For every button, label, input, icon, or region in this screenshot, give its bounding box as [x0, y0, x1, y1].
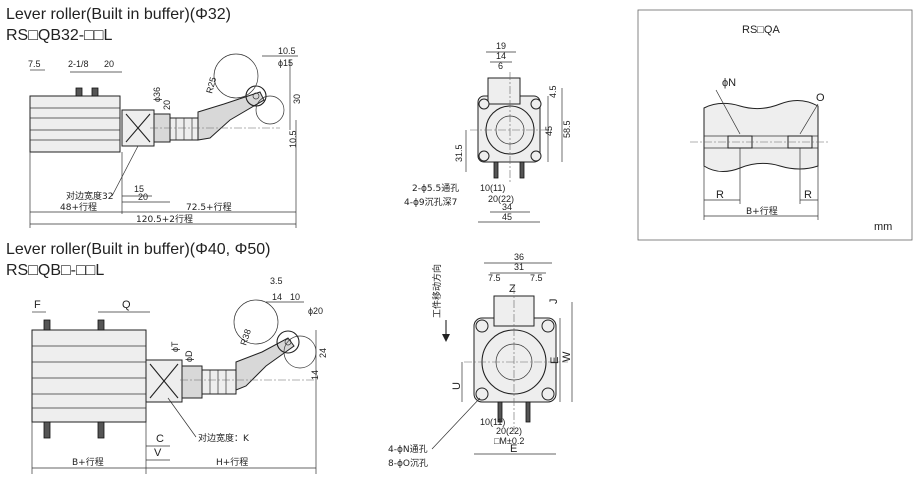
label-holes-8-phi-o: 8-ϕO沉孔	[388, 458, 428, 469]
dim-phi36: ϕ36	[152, 87, 162, 102]
dim-2-1-8: 2-1/8	[68, 59, 89, 69]
dim-48-stroke: 48+行程	[60, 201, 97, 213]
dim-phi15: ϕ15	[278, 58, 293, 68]
dim-30: 30	[292, 94, 302, 104]
dim-14: 14	[496, 51, 506, 61]
cylinder-32-end-view: 19 14 6 4.5 45 58.5 31.5 2-ϕ5.5通孔 4-ϕ9沉孔…	[404, 41, 572, 223]
dim-15: 15	[134, 184, 144, 194]
dim-10-5-vertical: 10.5	[288, 130, 298, 148]
dim-phi-d: ϕD	[184, 350, 194, 362]
label-work-direction: 工件移动方向	[431, 264, 443, 318]
dim-14-vertical: 14	[310, 370, 320, 380]
dim-20-22-bottom: 20(22)	[496, 426, 522, 436]
dim-v: V	[154, 447, 162, 459]
dim-b-stroke: B+行程	[72, 456, 104, 468]
label-flats-32: 对边宽度32	[66, 190, 113, 202]
cylinder-40-50-end-view: 工件移动方向 36 31 7.5 Z 7.5 J E W U 10(11) 20…	[388, 252, 573, 469]
dim-3-5: 3.5	[270, 276, 283, 286]
dim-20-22: 20(22)	[488, 194, 514, 204]
dim-7-5: 7.5	[28, 59, 41, 69]
dim-7-5-right: 7.5	[530, 273, 543, 283]
rs-qa-panel: RS□QA ϕN O R R B+行程 mm	[637, 9, 913, 241]
dim-e-vertical: E	[549, 357, 561, 364]
dim-r25: R25	[204, 76, 218, 95]
dim-20-bottom: 20	[138, 192, 148, 202]
dim-24: 24	[318, 348, 328, 358]
dim-e-horizontal: E	[510, 443, 517, 455]
label-holes-4-phi9: 4-ϕ9沉孔深7	[404, 197, 457, 208]
qa-b-stroke: B+行程	[746, 205, 778, 217]
dim-14-top: 14	[272, 292, 282, 302]
top-model: RS□QB32-□□L	[6, 27, 112, 44]
dim-20-vertical: 20	[162, 100, 172, 110]
dim-f: F	[34, 299, 41, 311]
dim-10-5: 10.5	[278, 46, 296, 56]
dim-c: C	[156, 433, 164, 445]
dim-7-5-left: 7.5	[488, 273, 501, 283]
dim-31: 31	[514, 262, 524, 272]
cylinder-40-50-side-view: F Q 3.5 14 10 ϕ20	[31, 276, 328, 474]
dim-19: 19	[496, 41, 506, 51]
label-holes-2-phi5-5: 2-ϕ5.5通孔	[412, 183, 459, 194]
dim-36: 36	[514, 252, 524, 262]
qa-phi-n: ϕN	[722, 77, 736, 89]
dim-6: 6	[498, 61, 503, 71]
dim-u: U	[451, 382, 463, 390]
top-title: Lever roller(Built in buffer)(Φ32)	[6, 6, 231, 23]
qa-o: O	[816, 92, 825, 104]
bottom-model: RS□QB□-□□L	[6, 262, 104, 279]
dim-q: Q	[122, 299, 131, 311]
dim-4-5: 4.5	[548, 85, 558, 98]
dim-31-5: 31.5	[454, 144, 464, 162]
dim-m: □M±0.2	[494, 436, 524, 446]
dim-phi-t: ϕT	[170, 341, 180, 352]
dim-w: W	[561, 351, 573, 362]
dim-10-11: 10(11)	[480, 183, 505, 193]
qa-unit: mm	[874, 221, 892, 233]
dim-20-top: 20	[104, 59, 114, 69]
dim-45-horizontal: 45	[502, 212, 512, 222]
label-holes-4-phi-n: 4-ϕN通孔	[388, 444, 428, 455]
qa-r-right: R	[804, 189, 812, 201]
dim-10-11-bottom: 10(11)	[480, 417, 505, 427]
dim-34: 34	[502, 202, 512, 212]
dim-z: Z	[509, 283, 516, 295]
cylinder-32-side-view: 7.5 2-1/8 20 10.5 ϕ15 ϕ36 20 R25	[28, 46, 302, 228]
dim-45-vertical: 45	[544, 126, 554, 136]
dim-120-5-stroke: 120.5+2行程	[136, 213, 193, 225]
dim-h-stroke: H+行程	[216, 456, 248, 468]
dim-10: 10	[290, 292, 300, 302]
dim-phi20: ϕ20	[308, 306, 323, 316]
dim-58-5: 58.5	[562, 120, 572, 138]
dim-r38: R38	[238, 328, 253, 347]
dim-j: J	[548, 299, 560, 305]
dim-72-5-stroke: 72.5+行程	[186, 201, 232, 213]
label-flats-k: 对边宽度：K	[198, 432, 250, 444]
qa-r-left: R	[716, 189, 724, 201]
qa-title: RS□QA	[742, 24, 780, 36]
bottom-title: Lever roller(Built in buffer)(Φ40, Φ50)	[6, 241, 270, 258]
